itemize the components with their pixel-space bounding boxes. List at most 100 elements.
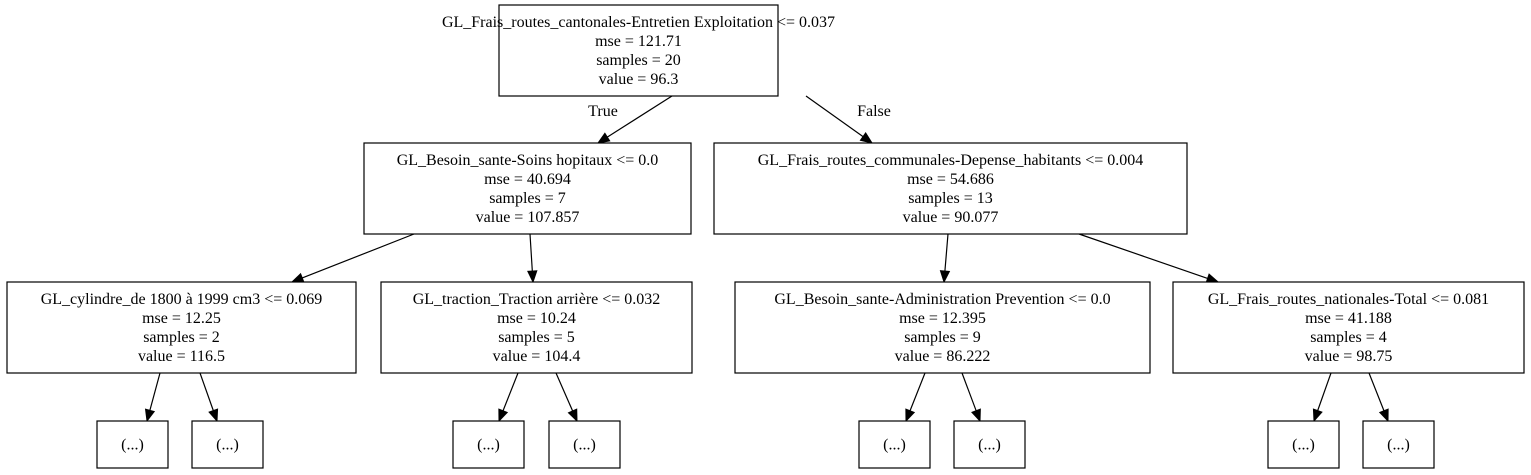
node-line: value = 86.222	[895, 348, 991, 365]
tree-node-l4: (...)	[548, 420, 621, 469]
arrowhead	[859, 132, 874, 144]
tree-node-l6: (...)	[953, 420, 1026, 469]
edge-label: False	[857, 103, 891, 120]
tree-node-l5: (...)	[858, 420, 931, 469]
edge-n6-l8	[1368, 372, 1389, 423]
edge-n5-l6	[961, 372, 981, 423]
node-box	[1362, 420, 1435, 469]
node-box	[548, 420, 621, 469]
tree-node-root: GL_Frais_routes_cantonales-Entretien Exp…	[442, 4, 835, 97]
node-line: (...)	[883, 437, 906, 454]
node-line: value = 116.5	[138, 348, 225, 365]
tree-node-n1: GL_Besoin_sante-Soins hopitaux <= 0.0 mse…	[363, 142, 692, 235]
tree-node-n4: GL_traction_Traction arrière <= 0.032mse…	[380, 281, 693, 374]
arrowhead	[1205, 273, 1220, 284]
node-line: mse = 40.694	[484, 171, 571, 188]
edge-n3-l2	[199, 372, 219, 423]
edge-n1-n4	[527, 233, 538, 284]
node-box	[380, 281, 693, 374]
node-box	[953, 420, 1026, 469]
edge-line	[199, 372, 214, 411]
node-line: mse = 41.188	[1305, 310, 1392, 327]
node-line: samples = 4	[1310, 329, 1387, 346]
arrowhead	[498, 408, 509, 423]
edge-n2-n5	[939, 233, 951, 284]
edge-line	[1317, 372, 1332, 411]
nodes-layer: GL_Frais_routes_cantonales-Entretien Exp…	[6, 4, 1525, 469]
tree-node-l1: (...)	[96, 420, 169, 469]
arrowhead	[905, 408, 916, 423]
node-box	[498, 4, 779, 97]
edge-n6-l7	[1312, 372, 1332, 423]
node-box	[191, 420, 264, 469]
edge-line	[606, 95, 673, 138]
tree-node-n2: GL_Frais_routes_communales-Depense_habit…	[713, 142, 1188, 235]
node-box	[452, 420, 525, 469]
node-line: GL_Besoin_sante-Soins hopitaux <= 0.0	[397, 152, 659, 169]
edge-line	[529, 233, 533, 272]
node-line: value = 96.3	[599, 71, 679, 88]
node-box	[713, 142, 1188, 235]
tree-node-n6: GL_Frais_routes_nationales-Total <= 0.08…	[1172, 281, 1525, 374]
tree-node-n5: GL_Besoin_sante-Administration Preventio…	[734, 281, 1151, 374]
node-box	[858, 420, 931, 469]
node-line: value = 90.077	[903, 209, 999, 226]
edge-line	[1078, 233, 1208, 279]
node-line: (...)	[1292, 437, 1315, 454]
node-box	[6, 281, 357, 374]
node-line: (...)	[573, 437, 596, 454]
edge-label: True	[588, 103, 618, 120]
tree-node-n3: GL_cylindre_de 1800 à 1999 cm3 <= 0.069 m…	[6, 281, 357, 374]
edge-n2-n6	[1078, 233, 1220, 284]
edge-root-n1: True	[588, 95, 673, 144]
edge-line	[502, 372, 519, 411]
node-line: mse = 12.395	[899, 310, 986, 327]
edge-n3-l1	[144, 372, 161, 423]
node-line: (...)	[978, 437, 1001, 454]
node-line: samples = 13	[908, 190, 993, 207]
edge-line	[944, 233, 949, 272]
edge-line	[555, 372, 574, 412]
node-line: value = 104.4	[493, 348, 581, 365]
arrowhead	[208, 408, 219, 423]
edge-line	[302, 233, 415, 279]
edge-n4-l3	[498, 372, 519, 423]
edge-line	[805, 95, 864, 138]
arrowhead	[527, 270, 538, 284]
node-line: (...)	[1387, 437, 1410, 454]
node-line: samples = 5	[498, 329, 575, 346]
node-line: samples = 9	[904, 329, 981, 346]
node-box	[96, 420, 169, 469]
arrowhead	[144, 408, 156, 423]
node-line: (...)	[477, 437, 500, 454]
node-line: (...)	[216, 437, 239, 454]
node-box	[734, 281, 1151, 374]
tree-node-l7: (...)	[1267, 420, 1340, 469]
edge-line	[1368, 372, 1385, 411]
node-box	[363, 142, 692, 235]
node-line: samples = 7	[489, 190, 566, 207]
arrowhead	[596, 132, 611, 144]
tree-node-l2: (...)	[191, 420, 264, 469]
node-line: value = 98.75	[1305, 348, 1393, 365]
edge-n1-n3	[290, 233, 415, 283]
arrowhead	[290, 272, 305, 283]
tree-node-l3: (...)	[452, 420, 525, 469]
node-line: GL_Frais_routes_communales-Depense_habit…	[758, 152, 1144, 169]
node-line: samples = 2	[143, 329, 220, 346]
node-line: mse = 54.686	[907, 171, 994, 188]
edge-line	[909, 372, 926, 411]
arrowhead	[1312, 408, 1323, 423]
arrowhead	[567, 408, 578, 423]
tree-node-l8: (...)	[1362, 420, 1435, 469]
edge-n5-l5	[905, 372, 926, 423]
node-line: samples = 20	[596, 52, 681, 69]
node-box	[1267, 420, 1340, 469]
node-line: GL_Besoin_sante-Administration Preventio…	[774, 291, 1110, 308]
arrowhead	[1378, 408, 1389, 423]
node-line: mse = 12.25	[142, 310, 221, 327]
arrowhead	[939, 270, 951, 284]
node-line: GL_cylindre_de 1800 à 1999 cm3 <= 0.069	[41, 291, 323, 308]
edge-root-n2: False	[805, 95, 891, 144]
